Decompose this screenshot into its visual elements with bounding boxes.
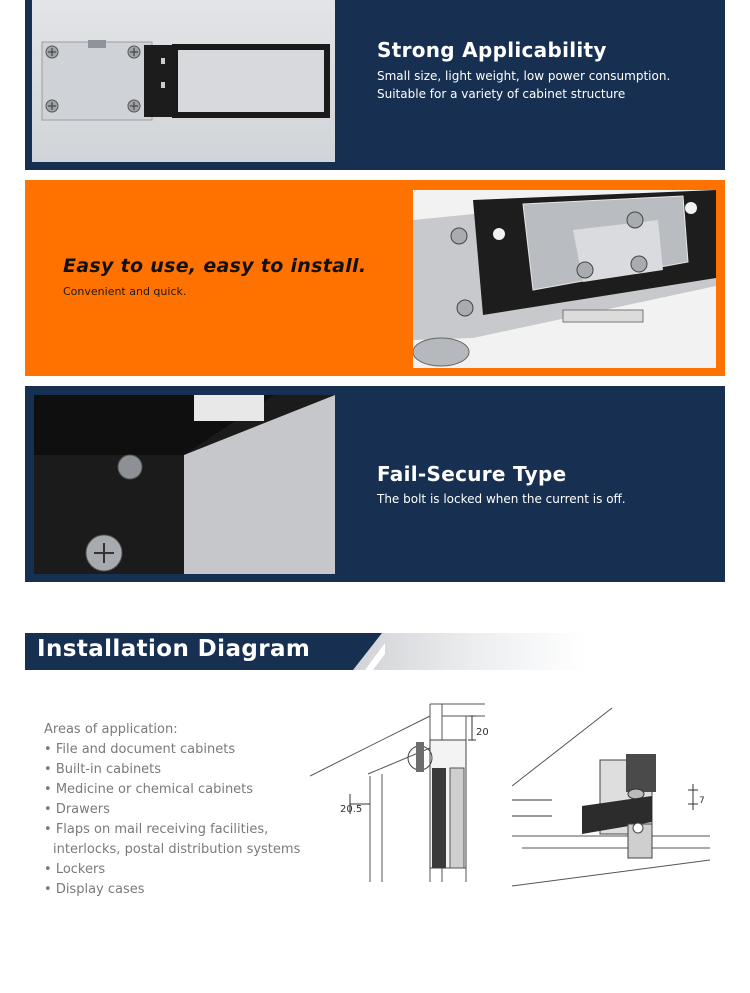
installation-banner: Installation Diagram <box>25 633 585 670</box>
installation-diagram-side: 7 <box>512 707 710 887</box>
installation-title: Installation Diagram <box>37 636 311 662</box>
list-item: • Drawers <box>44 802 110 817</box>
application-areas: Areas of application: • File and documen… <box>44 720 334 900</box>
list-item: • Medicine or chemical cabinets <box>44 782 254 797</box>
feature-panel-easy-install: Easy to use, easy to install. Convenient… <box>25 180 725 376</box>
list-item: • Lockers <box>44 862 106 877</box>
dimension-label: 20 <box>476 727 489 738</box>
feature-title: Strong Applicability <box>377 38 607 62</box>
lock-photo-angle <box>413 190 716 368</box>
areas-label: Areas of application: <box>44 722 178 737</box>
feature-description-line: The bolt is locked when the current is o… <box>377 492 626 506</box>
lock-photo-top <box>32 0 335 162</box>
feature-description-line: Suitable for a variety of cabinet struct… <box>377 87 626 101</box>
list-item: • Built-in cabinets <box>44 762 162 777</box>
list-item: • Flaps on mail receiving facilities, in… <box>44 822 301 857</box>
dimension-label: 20.5 <box>340 804 362 815</box>
feature-title: Fail-Secure Type <box>377 462 567 486</box>
feature-description: Convenient and quick. <box>63 283 186 301</box>
banner-shape <box>25 633 385 670</box>
feature-description-line: Small size, light weight, low power cons… <box>377 69 671 83</box>
lock-photo-closeup <box>34 395 335 574</box>
feature-description-line: Convenient and quick. <box>63 285 187 298</box>
feature-panel-strong-applicability: Strong Applicability Small size, light w… <box>25 0 725 170</box>
feature-panel-fail-secure: Fail-Secure Type The bolt is locked when… <box>25 386 725 582</box>
dimension-label: 7 <box>699 796 705 806</box>
installation-diagram-front: 20 20.5 <box>310 703 489 882</box>
feature-title: Easy to use, easy to install. <box>63 255 367 277</box>
list-item: • File and document cabinets <box>44 742 236 757</box>
feature-description: The bolt is locked when the current is o… <box>377 490 626 508</box>
banner-gradient <box>345 633 585 670</box>
list-item: • Display cases <box>44 882 145 897</box>
feature-description: Small size, light weight, low power cons… <box>377 67 670 103</box>
